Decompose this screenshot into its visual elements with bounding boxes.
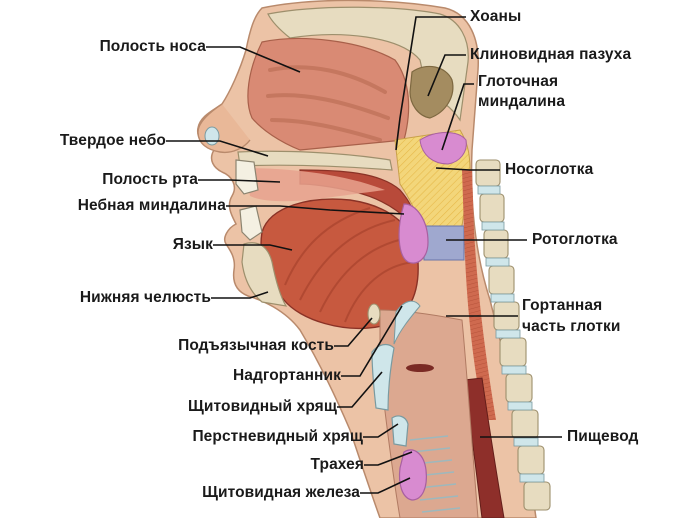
oral-cavity bbox=[244, 168, 385, 202]
label-sphenoid-sinus: Клиновидная пазуха bbox=[470, 46, 632, 63]
thyroid-gland bbox=[398, 449, 427, 501]
label-pharyngeal-tonsil-line1: Глоточная bbox=[478, 73, 559, 90]
upper-teeth bbox=[235, 159, 259, 195]
label-epiglottis: Надгортанник bbox=[232, 367, 341, 384]
label-trachea: Трахея bbox=[310, 456, 364, 473]
nasal-turbinates bbox=[266, 65, 390, 142]
palatine-tonsil bbox=[398, 203, 429, 264]
label-thyroid-gland: Щитовидная железа bbox=[202, 484, 360, 501]
label-esophagus: Пищевод bbox=[567, 428, 639, 445]
label-pharyngeal-tonsil-line2: миндалина bbox=[478, 93, 566, 110]
label-tongue: Язык bbox=[172, 236, 213, 253]
label-mandible: Нижняя челюсть bbox=[79, 289, 211, 306]
label-thyroid-cartilage: Щитовидный хрящ bbox=[187, 398, 337, 415]
label-laryngopharynx-line1: Гортанная bbox=[522, 297, 603, 314]
pharyngeal-wall bbox=[462, 170, 496, 420]
label-laryngopharynx-line2: часть глотки bbox=[522, 318, 621, 335]
label-palatine-tonsil: Небная миндалина bbox=[77, 197, 226, 214]
vertebral-column bbox=[475, 159, 551, 511]
oropharynx bbox=[423, 225, 465, 261]
tongue bbox=[260, 198, 419, 329]
label-hyoid-bone: Подъязычная кость bbox=[178, 337, 334, 354]
nostril bbox=[204, 126, 220, 146]
label-nasopharynx: Носоглотка bbox=[505, 161, 594, 178]
cricoid-cartilage bbox=[391, 415, 409, 447]
epiglottis bbox=[393, 300, 421, 345]
mandible bbox=[241, 242, 288, 307]
label-cricoid-cartilage: Перстневидный хрящ bbox=[192, 428, 363, 445]
leader-lines bbox=[166, 16, 562, 494]
label-oropharynx: Ротоглотка bbox=[532, 231, 618, 248]
label-oral-cavity: Полость рта bbox=[102, 171, 198, 188]
label-choanae: Хоаны bbox=[470, 8, 522, 25]
laryngeal-inlet bbox=[406, 364, 434, 372]
skull-bone bbox=[267, 6, 469, 122]
tongue-fibers bbox=[284, 207, 415, 323]
hard-palate bbox=[237, 150, 393, 171]
label-hard-palate: Твердое небо bbox=[59, 132, 166, 149]
sphenoid-sinus bbox=[409, 65, 454, 119]
label-nasal-cavity: Полость носа bbox=[99, 38, 206, 55]
